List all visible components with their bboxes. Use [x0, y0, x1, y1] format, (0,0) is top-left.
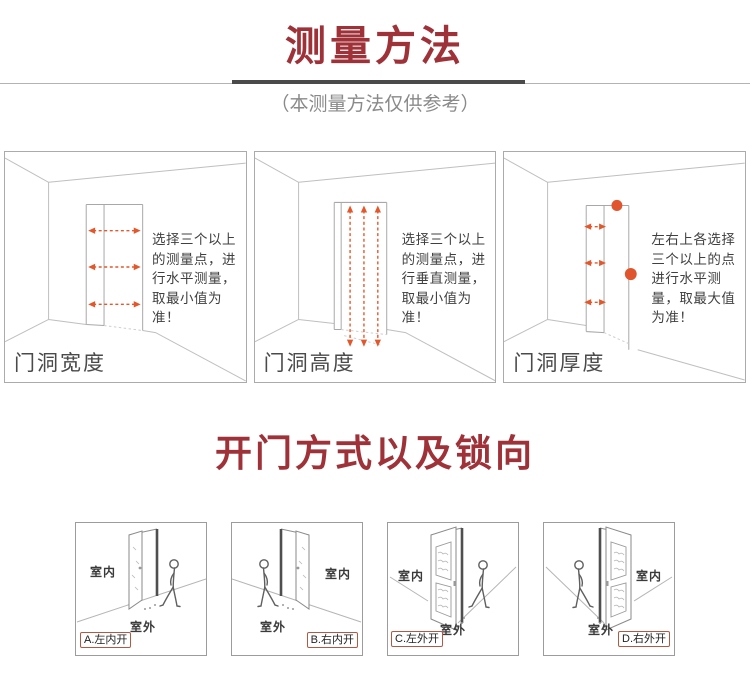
measurement-panel-height: 选择三个以上的测量点，进行垂直测量，取最小值为准！ 门洞高度 [253, 151, 497, 383]
outdoor-label: 室外 [260, 620, 287, 634]
swing-path-dots-icon [282, 604, 294, 610]
panel-caption: 门洞宽度 [14, 352, 106, 375]
vertical-measure-arrows-icon [346, 205, 381, 347]
door-diagram-a-icon [76, 528, 206, 623]
measurement-panel-width: 选择三个以上的测量点，进行水平测量，取最小值为准！ 门洞宽度 [4, 151, 247, 383]
door-diagram-c-icon [389, 526, 517, 631]
measure-point-dot-side [625, 268, 638, 281]
divider-thick-line [232, 80, 525, 84]
person-figure-icon [159, 559, 181, 608]
page-title: 测量方法 [285, 23, 465, 69]
door-type-badge: B.右内开 [306, 632, 358, 648]
indoor-label: 室内 [635, 569, 662, 583]
swing-path-dots-icon [144, 604, 156, 610]
instruction-text: 选择三个以上的测量点，进行垂直测量，取最小值为准！ [401, 232, 486, 325]
door-panel-b: 室内 室外 B.右内开 [231, 522, 363, 656]
outdoor-label: 室外 [440, 623, 467, 637]
indoor-label: 室内 [324, 567, 351, 581]
swing-path-dots-icon [457, 617, 465, 628]
measure-point-dot-top [611, 199, 623, 212]
header: 测量方法 （本测量方法仅供参考） [0, 0, 750, 116]
door-type-badge: D.右外开 [618, 631, 670, 647]
door-diagram-b-icon [232, 528, 362, 623]
horizontal-measure-arrows-icon [88, 227, 141, 308]
title-divider [0, 78, 750, 85]
room-drawing-height-icon [254, 157, 496, 382]
instruction-text: 左右上各选择三个以上的点进行水平测量，取最大值为准！ [651, 232, 736, 325]
door-handle-icon [138, 566, 142, 570]
outdoor-label: 室外 [588, 623, 615, 637]
indoor-label: 室内 [398, 569, 425, 583]
room-drawing-width-icon [5, 157, 246, 382]
instruction-text: 选择三个以上的测量点，进行水平测量，取最小值为准！ [152, 232, 236, 325]
door-type-badge: A.左内开 [80, 632, 132, 648]
person-figure-icon [468, 560, 490, 609]
door-handle-icon [296, 566, 300, 570]
measurement-panels-row: 选择三个以上的测量点，进行水平测量，取最小值为准！ 门洞宽度 [0, 151, 750, 383]
door-diagram-d-icon [545, 526, 673, 631]
panel-caption: 门洞厚度 [513, 352, 606, 375]
door-panel-c: 室内 室外 C.左外开 [387, 522, 519, 656]
measurement-panel-thickness: 左右上各选择三个以上的点进行水平测量，取最大值为准！ 门洞厚度 [503, 151, 747, 383]
door-handle-icon [453, 581, 457, 586]
panel-caption: 门洞高度 [263, 352, 356, 375]
room-drawing-thickness-icon [504, 157, 746, 381]
door-panel-a: 室内 室外 A.左内开 [75, 522, 207, 656]
thickness-measure-arrows-icon [584, 223, 607, 306]
person-figure-icon [257, 559, 279, 608]
door-panels-row: 室内 室外 A.左内开 [0, 522, 750, 656]
door-handle-icon [605, 581, 609, 586]
door-type-badge: C.左外开 [391, 631, 443, 647]
door-panel-d: 室内 室外 D.右外开 [543, 522, 675, 656]
section-title: 开门方式以及锁向 [215, 433, 535, 474]
person-figure-icon [572, 560, 594, 609]
indoor-label: 室内 [90, 565, 117, 579]
outdoor-label: 室外 [130, 620, 157, 634]
swing-path-dots-icon [597, 617, 605, 628]
subtitle-note: （本测量方法仅供参考） [270, 94, 480, 115]
